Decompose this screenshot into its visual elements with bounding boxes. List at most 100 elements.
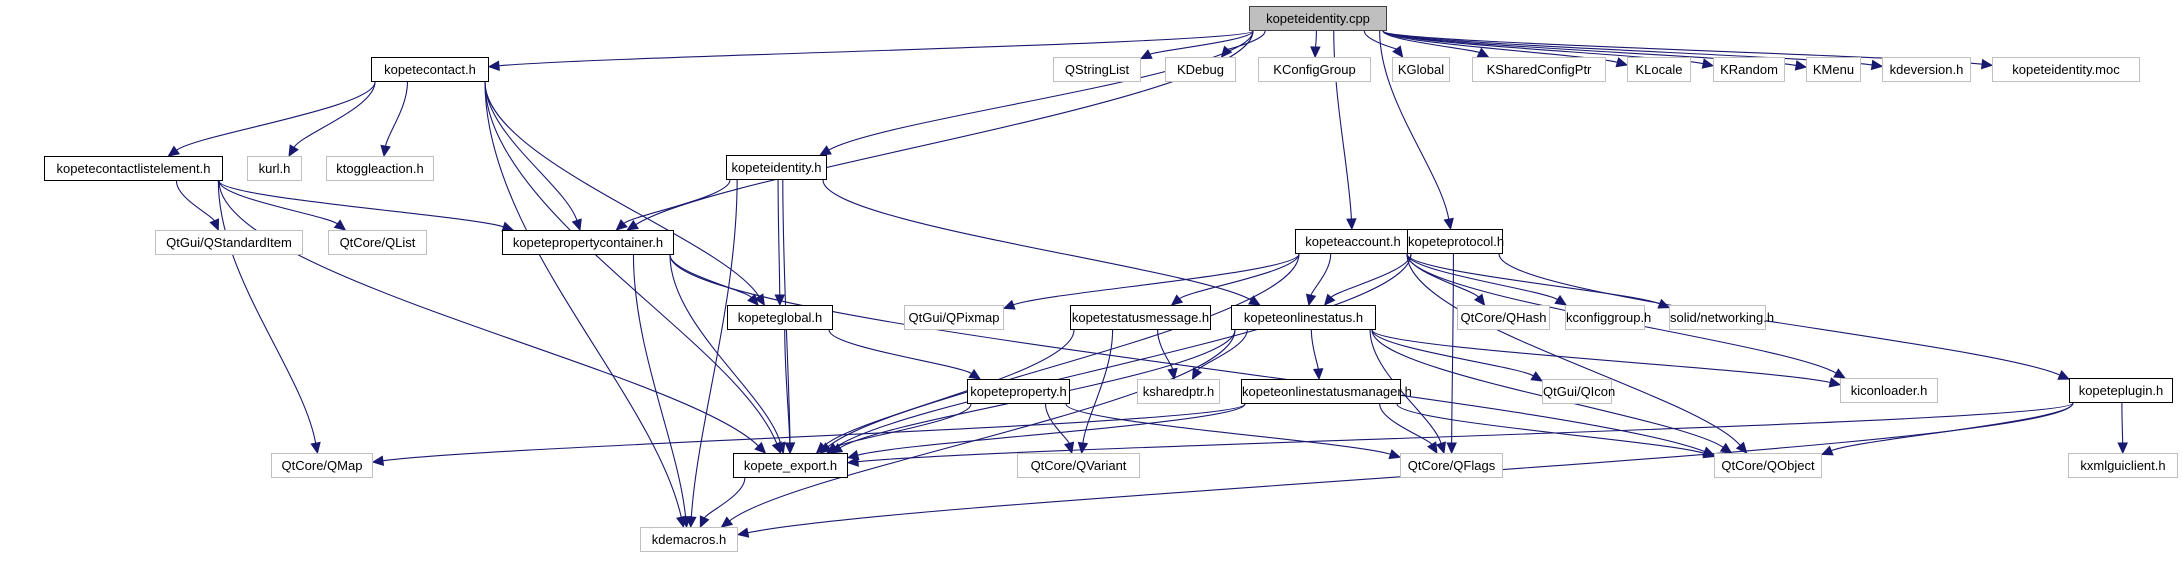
node-qstandarditem[interactable]: QtGui/QStandardItem [155, 230, 303, 255]
node-kmenu[interactable]: KMenu [1806, 57, 1861, 82]
node-kconfiggroup[interactable]: KConfigGroup [1258, 57, 1371, 82]
arrowhead-icon [1446, 442, 1457, 455]
node-qobject[interactable]: QtCore/QObject [1714, 453, 1822, 478]
arrowhead-icon [1346, 218, 1357, 231]
arrowhead-icon [1063, 441, 1075, 455]
edge-kopetecontact-h-to-kurl-h [293, 81, 376, 148]
node-kdebug[interactable]: KDebug [1165, 57, 1236, 82]
arrowhead-icon [1167, 367, 1178, 381]
edge-kopeteidentity-h-to-kopetepropertycontainer-h [623, 179, 731, 224]
node-ksharedptr-h[interactable]: ksharedptr.h [1137, 379, 1220, 404]
node-kopetecontact-h[interactable]: kopetecontact.h [371, 57, 489, 82]
node-kopeteonlinestatusmanager-h[interactable]: kopeteonlinestatusmanager.h [1241, 379, 1412, 404]
edge-kopeteaccount-h-to-qpixmap [1013, 253, 1300, 306]
edge-kopetecontactlistelement-h-to-qlist [218, 180, 338, 225]
edge-kopeteidentity-h-to-kopeteglobal-h [777, 179, 781, 296]
edge-kopetepropertycontainer-h-to-kopete-export-h [669, 254, 782, 444]
node-kconfiggroup-h[interactable]: kconfiggroup.h [1565, 305, 1651, 330]
node-qicon[interactable]: QtGui/QIcon [1542, 379, 1615, 404]
edge-kopeteaccount-h-to-qobject [1406, 253, 1741, 446]
node-kdemacros-h[interactable]: kdemacros.h [640, 527, 738, 552]
node-kopeteidentity-h[interactable]: kopeteidentity.h [726, 155, 827, 180]
node-kurl-h[interactable]: kurl.h [247, 156, 302, 181]
arrowhead-icon [1554, 294, 1568, 306]
edge-kopetecontact-h-to-kopetepropertycontainer-h [484, 81, 578, 221]
arrowhead-icon [1170, 294, 1184, 306]
node-ktoggleaction-h[interactable]: ktoggleaction.h [326, 156, 434, 181]
edge-kopetecontact-h-to-kopetecontactlistelement-h [176, 81, 376, 151]
node-solid-networking-h[interactable]: solid/networking.h [1669, 305, 1774, 330]
node-kopeteidentity-cpp: kopeteidentity.cpp [1249, 6, 1387, 31]
arrowhead-icon [380, 144, 391, 158]
node-qflags[interactable]: QtCore/QFlags [1400, 453, 1503, 478]
node-kdeversion-h[interactable]: kdeversion.h [1882, 57, 1971, 82]
node-kglobal[interactable]: KGlobal [1392, 57, 1450, 82]
node-kopeteonlinestatus-h[interactable]: kopeteonlinestatus.h [1231, 305, 1376, 330]
node-kopetecontactlistelement-h[interactable]: kopetecontactlistelement.h [44, 156, 223, 181]
node-kopeteglobal-h[interactable]: kopeteglobal.h [727, 305, 833, 330]
edge-kopeteproperty-h-to-kopete-export-h [835, 403, 972, 448]
edge-kopetepropertycontainer-h-to-kdemacros-h [632, 254, 687, 518]
node-qmap[interactable]: QtCore/QMap [271, 453, 373, 478]
edge-kopeteidentity-cpp-to-kopeteaccount-h [1333, 30, 1352, 220]
edge-kopetestatusmessage-h-to-qvariant [1082, 329, 1114, 444]
arrowhead-icon [1388, 449, 1402, 460]
arrowhead-icon [747, 293, 759, 306]
arrowhead-icon [1435, 441, 1447, 455]
node-ksharedconfigptr[interactable]: KSharedConfigPtr [1472, 57, 1606, 82]
arrowhead-icon [310, 441, 321, 455]
arrowhead-icon [1077, 441, 1089, 455]
node-kopeteprotocol-h[interactable]: kopeteprotocol.h [1407, 229, 1504, 254]
edge-kopeteglobal-h-to-kopeteproperty-h [828, 329, 972, 375]
edge-kopetecontact-h-to-kdemacros-h [484, 81, 682, 518]
arrowhead-icon [754, 441, 767, 454]
arrowhead-icon [1476, 47, 1490, 58]
arrowhead-icon [720, 516, 734, 528]
arrowhead-icon [1980, 58, 1994, 70]
edge-kopetecontactlistelement-h-to-kopetepropertycontainer-h [218, 180, 504, 228]
node-kopeteidentity-moc[interactable]: kopeteidentity.moc [1992, 57, 2140, 82]
node-kopeteaccount-h[interactable]: kopeteaccount.h [1295, 229, 1411, 254]
arrowhead-icon [487, 60, 500, 72]
edge-kopetestatusmessage-h-to-ksharedptr-h [1157, 329, 1174, 370]
edge-kopeteaccount-h-to-kopete-export-h [827, 253, 1300, 448]
node-qhash[interactable]: QtCore/QHash [1457, 305, 1550, 330]
arrowhead-icon [1312, 368, 1324, 381]
node-kopetepropertycontainer-h[interactable]: kopetepropertycontainer.h [502, 230, 674, 255]
edge-kopeteprotocol-h-to-kopeteonlinestatus-h [1330, 253, 1412, 298]
node-kiconloader-h[interactable]: kiconloader.h [1840, 378, 1938, 403]
node-kopete-export-h[interactable]: kopete_export.h [733, 453, 848, 478]
arrowhead-icon [699, 515, 710, 529]
arrowhead-icon [167, 145, 181, 157]
edge-kopetecontactlistelement-h-to-qmap [217, 180, 317, 444]
node-klocale[interactable]: KLocale [1627, 57, 1691, 82]
edge-kopeteprotocol-h-to-kopete-export-h [835, 253, 1412, 448]
edge-kopeteglobal-h-to-kopete-export-h [784, 329, 791, 444]
node-kxmlguiclient-h[interactable]: kxmlguiclient.h [2068, 453, 2178, 478]
arrowhead-icon [1701, 58, 1715, 69]
arrowhead-icon [1820, 445, 1834, 456]
node-qlist[interactable]: QtCore/QList [328, 230, 427, 255]
node-qvariant[interactable]: QtCore/QVariant [1017, 453, 1140, 478]
arrowhead-icon [1719, 442, 1733, 454]
edge-kopeteidentity-cpp-to-qstringlist [1149, 30, 1254, 55]
arrowhead-icon [1248, 295, 1261, 306]
edge-kopetepropertycontainer-h-to-qobject [669, 254, 1705, 453]
node-krandom[interactable]: KRandom [1713, 57, 1785, 82]
arrowhead-icon [1310, 46, 1321, 59]
node-kopetestatusmessage-h[interactable]: kopetestatusmessage.h [1070, 305, 1211, 330]
edge-kopetecontactlistelement-h-to-qstandarditem [175, 180, 215, 222]
arrowhead-icon [846, 449, 860, 461]
node-qstringlist[interactable]: QStringList [1053, 57, 1141, 82]
edge-kopeteidentity-cpp-to-kopetecontact-h [498, 30, 1254, 67]
node-qpixmap[interactable]: QtGui/QPixmap [904, 305, 1004, 330]
arrowhead-icon [626, 219, 639, 231]
edge-kopeteidentity-cpp-to-kopetepropertycontainer-h [635, 30, 1254, 226]
edge-kopeteonlinestatus-h-to-qflags [1369, 329, 1442, 444]
arrowhead-icon [2117, 442, 2128, 455]
node-kopeteplugin-h[interactable]: kopeteplugin.h [2069, 378, 2173, 403]
edge-kopeteidentity-cpp-to-kconfiggroup [1314, 30, 1317, 48]
node-kopeteproperty-h[interactable]: kopeteproperty.h [967, 379, 1070, 404]
arrowhead-icon [1443, 217, 1454, 231]
